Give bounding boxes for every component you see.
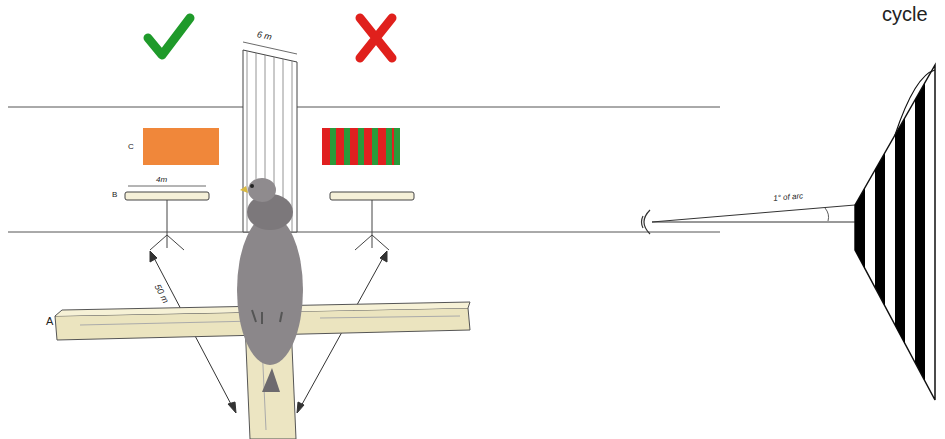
sight-line xyxy=(652,205,855,222)
angle-label: 1° of arc xyxy=(772,192,804,203)
dimension-line xyxy=(128,186,206,187)
check-mark xyxy=(148,18,190,55)
angle-arc xyxy=(825,208,829,221)
wall-line xyxy=(8,107,720,108)
dimension-label: 50 m xyxy=(152,282,170,306)
eye xyxy=(642,210,651,234)
striped-stimulus xyxy=(322,128,400,165)
dimension-label: 6 m xyxy=(255,30,274,42)
part-letter: A xyxy=(46,316,53,327)
cycle-label: cycle xyxy=(882,4,928,24)
part-letter: B xyxy=(112,191,117,199)
dimension-line xyxy=(243,42,297,54)
bird xyxy=(237,178,303,392)
wall-line xyxy=(8,232,720,233)
screen-grain xyxy=(243,50,297,232)
dimension-label: 4m xyxy=(155,176,168,184)
grating xyxy=(855,65,935,400)
screen-post xyxy=(243,50,297,232)
perch xyxy=(55,300,470,439)
cycle-arc xyxy=(895,70,935,135)
orange-stimulus xyxy=(143,128,219,165)
cross-mark xyxy=(360,18,392,58)
part-letter: C xyxy=(128,143,134,151)
